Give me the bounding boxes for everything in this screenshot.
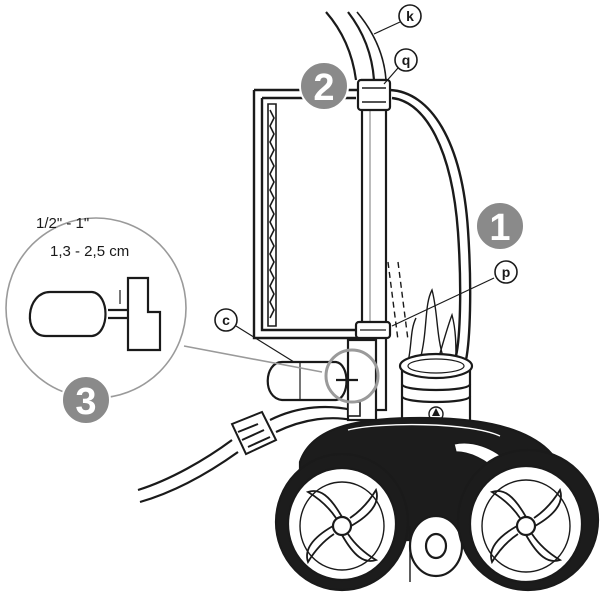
measurement-inches: 1/2" - 1" bbox=[36, 215, 89, 232]
part-p-text: p bbox=[502, 264, 511, 280]
part-q-text: q bbox=[402, 52, 411, 68]
throat-housing bbox=[398, 352, 474, 428]
upper-collar bbox=[356, 78, 392, 112]
part-label-p: p bbox=[494, 260, 518, 284]
step-3-label: 3 bbox=[75, 381, 96, 423]
step-badge-1: 1 bbox=[475, 201, 525, 251]
canister-contents bbox=[387, 261, 457, 363]
step-badge-2: 2 bbox=[299, 61, 349, 111]
magnifier-leader bbox=[183, 345, 323, 373]
part-label-c: c bbox=[214, 308, 238, 332]
frame-left-bracket bbox=[267, 103, 277, 327]
measurement-centimeters: 1,3 - 2,5 cm bbox=[50, 243, 129, 260]
right-wheel-vanes bbox=[489, 487, 563, 565]
part-label-q: q bbox=[394, 48, 418, 72]
part-c-text: c bbox=[222, 312, 230, 328]
left-wheel-vanes bbox=[305, 487, 379, 565]
left-wheel bbox=[274, 452, 410, 592]
front-wheel bbox=[408, 514, 464, 582]
valve-highlight-circle bbox=[324, 348, 380, 404]
right-wheel bbox=[456, 448, 600, 592]
leader-c bbox=[235, 325, 295, 363]
hose-connector bbox=[230, 410, 278, 456]
magnified-valve bbox=[28, 276, 162, 352]
step-1-label: 1 bbox=[489, 207, 510, 249]
step-2-label: 2 bbox=[313, 67, 334, 109]
vacuum-hose-upper bbox=[325, 11, 387, 81]
pressure-hose bbox=[137, 405, 353, 504]
part-k-text: k bbox=[406, 8, 414, 24]
part-label-k: k bbox=[398, 4, 422, 28]
leader-q bbox=[383, 67, 399, 85]
middle-clamp bbox=[354, 320, 392, 340]
step-badge-3: 3 bbox=[61, 375, 111, 425]
leader-k bbox=[373, 21, 401, 35]
leader-p bbox=[391, 277, 495, 327]
